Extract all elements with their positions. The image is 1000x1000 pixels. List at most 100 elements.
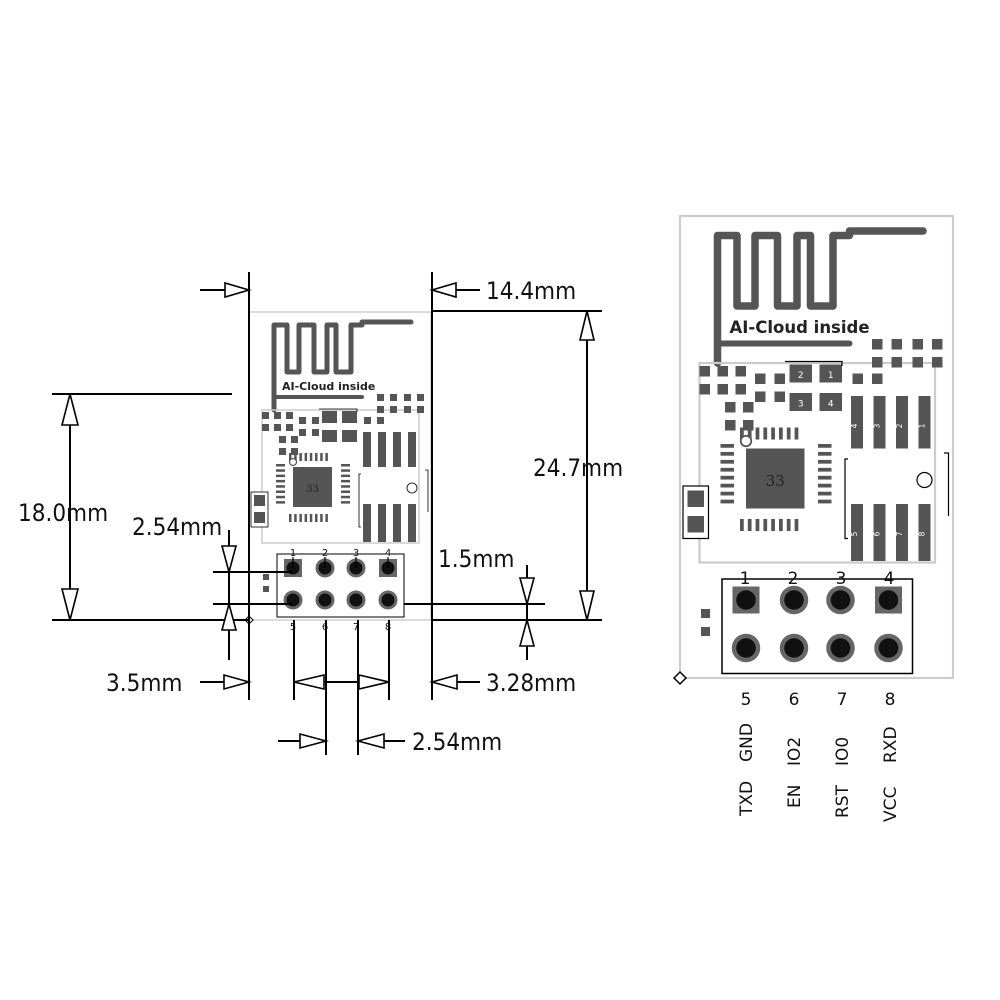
flash-pin [408, 432, 416, 467]
pin-number: 1 [290, 548, 296, 559]
chip-pin [276, 464, 285, 467]
smd-pad [701, 627, 710, 636]
smd-pad [699, 384, 710, 395]
flash-pin [363, 504, 371, 542]
chip-pin [304, 514, 308, 522]
chip-pin [289, 453, 292, 461]
smd-pad [262, 424, 269, 431]
chip-pin [294, 453, 297, 461]
capacitor-pad [254, 495, 265, 506]
rf-shield-outline [698, 361, 937, 564]
chip-pin [276, 501, 285, 504]
crystal-pad [322, 411, 337, 423]
smd-pad [912, 357, 923, 368]
chip-pin [763, 427, 768, 440]
smd-pad [755, 391, 766, 402]
chip-pin [325, 514, 328, 522]
silk-mark [425, 469, 429, 512]
arrow-icon [224, 281, 252, 299]
crystal-pad-number: 4 [828, 400, 834, 410]
smd-pad [262, 412, 269, 419]
pin-number: 7 [353, 622, 359, 633]
chip-pin [276, 490, 285, 493]
smd-pad [279, 448, 286, 455]
smd-pad [312, 429, 319, 436]
smd-pad [755, 373, 766, 384]
smd-pad [390, 406, 397, 413]
chip-pin [341, 474, 350, 478]
chip-pin [276, 469, 285, 472]
smd-pad [404, 394, 411, 401]
smd-pad [404, 406, 411, 413]
chip-pin [294, 514, 297, 522]
dimension-arrows [60, 281, 596, 750]
pin-label-rst: RST [833, 784, 853, 818]
crystal-pad [322, 430, 337, 442]
chip-pin [720, 499, 734, 504]
antenna-trace [713, 227, 927, 367]
smd-pad [743, 420, 754, 431]
chip-pin [720, 483, 734, 488]
arrow-icon [220, 600, 238, 631]
pin-label-txd: TXD [737, 781, 757, 817]
flash-pin [393, 432, 401, 467]
chip-pin [299, 453, 302, 461]
flash-pin [918, 396, 931, 449]
arrow-icon [293, 673, 325, 691]
smd-pad [852, 373, 863, 384]
left-margin-label: 3.5mm [106, 669, 182, 697]
smd-pad [299, 417, 306, 424]
chip-pin [818, 451, 832, 456]
pin-labels: 1 2 3 4 5 6 7 8 GND IO2 IO0 RXD TXD EN R… [737, 569, 901, 822]
arrow-icon [299, 732, 330, 750]
smd-pad [912, 339, 923, 350]
chip-pin [309, 514, 313, 522]
header-pin-2 [784, 590, 804, 610]
smd-pad [291, 448, 298, 455]
smd-pad [377, 406, 384, 413]
chip-pin [304, 453, 308, 461]
logo-text: AI-Cloud inside [282, 380, 375, 393]
bottom-margin-label: 1.5mm [438, 545, 514, 573]
smd-pad [263, 586, 269, 592]
smd-pad [377, 417, 384, 424]
chip-pin [720, 475, 734, 480]
pin-label-rxd: RXD [881, 726, 901, 763]
chip-pin [341, 469, 350, 472]
flash-pin [873, 504, 886, 561]
header-pin-6 [318, 593, 332, 607]
rf-shield-outline [261, 409, 420, 544]
chip-pin [341, 479, 350, 483]
chip-pin [818, 491, 832, 496]
chip-pin [289, 514, 292, 522]
smd-pad [263, 574, 269, 580]
crystal-pad [819, 364, 842, 383]
chip-pin [771, 519, 775, 531]
row-pitch-label: 2.54mm [132, 513, 222, 541]
chip-esp8266 [293, 467, 332, 507]
chip-pin [763, 519, 768, 531]
header-pin-7 [349, 593, 363, 607]
smd-pad [417, 394, 424, 401]
chip-pin [747, 427, 752, 440]
smd-pad [932, 339, 943, 350]
smd-pad [872, 373, 883, 384]
header-pin-1 [736, 590, 756, 610]
smd-pad [717, 366, 728, 377]
header-pin-3 [830, 590, 851, 610]
smd-pad [390, 394, 397, 401]
chip-pin [755, 519, 760, 531]
pin-number: 7 [837, 690, 848, 710]
arrow-icon [518, 616, 536, 647]
flash-pin-number: 7 [895, 531, 904, 536]
header-pin-8 [381, 593, 395, 607]
flash-pin-number: 6 [873, 531, 882, 536]
smd-pad [274, 424, 281, 431]
chip-pin [747, 519, 752, 531]
smd-pad [725, 420, 736, 431]
smd-pad [701, 609, 710, 618]
chip-pin [315, 453, 318, 461]
chip-label: 33 [306, 484, 319, 495]
